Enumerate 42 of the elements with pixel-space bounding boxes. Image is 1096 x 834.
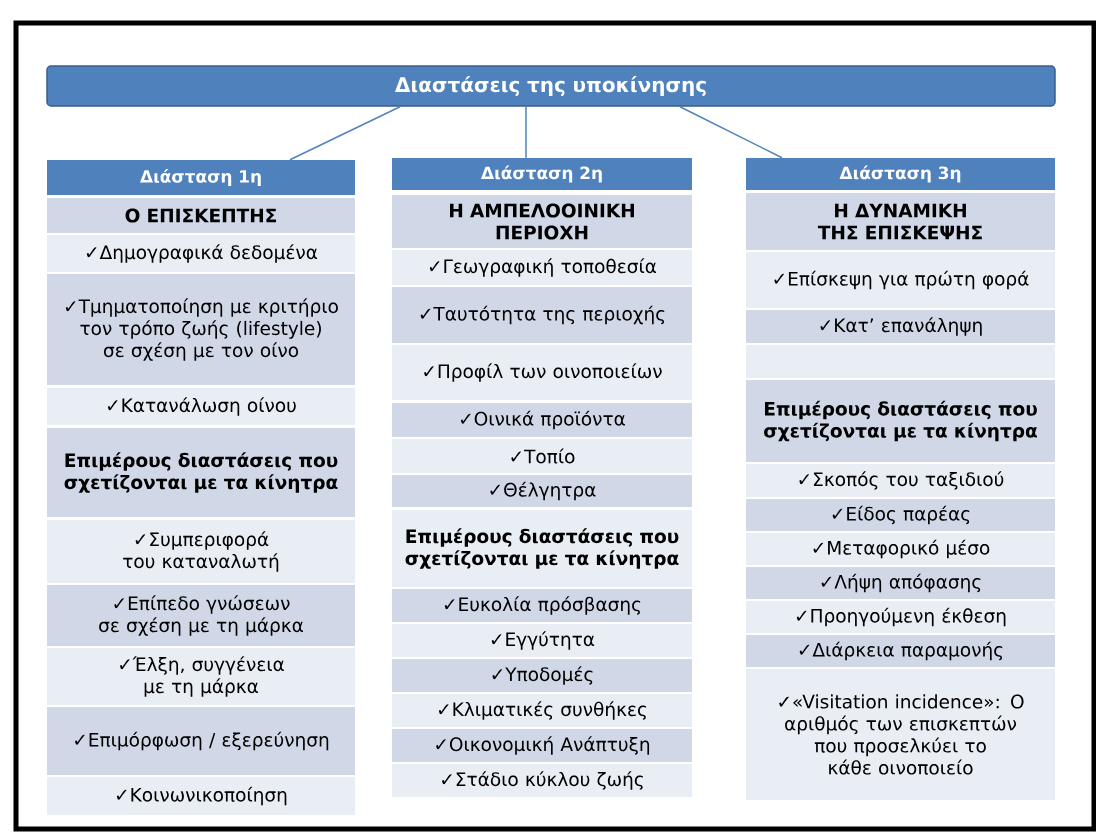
- table-cell: ✓Λήψη απόφασης: [746, 567, 1055, 599]
- table-cell: ✓Συμπεριφορά του καταναλωτή: [47, 520, 355, 583]
- table-cell: ✓Οινικά προϊόντα: [392, 403, 692, 437]
- table-cell: ✓Εγγύτητα: [392, 624, 692, 657]
- table-cell: ✓Υποδομές: [392, 659, 692, 692]
- table-cell: ✓Προφίλ των οινοποιείων: [392, 345, 692, 400]
- connector-line: [289, 106, 401, 161]
- table-cell: ✓Τμηματοποίηση με κριτήριο τον τρόπο ζωής (lifestyle) σε σχέση με τον οίνο: [47, 274, 355, 385]
- column-header: Διάσταση 1η: [47, 160, 355, 195]
- connector-line: [679, 106, 783, 159]
- table-cell: ✓Επίσκεψη για πρώτη φορά: [746, 252, 1055, 308]
- table-cell: ✓Στάδιο κύκλου ζωής: [392, 764, 692, 797]
- table-cell: ✓Επιμόρφωση / εξερεύνηση: [47, 707, 355, 775]
- table-cell: ✓Οικονομική Ανάπτυξη: [392, 729, 692, 762]
- table-cell: ✓Δημογραφικά δεδομένα: [47, 235, 355, 272]
- table-cell: ✓Είδος παρέας: [746, 499, 1055, 531]
- section-heading-cell: Επιμέρους διαστάσεις που σχετίζονται με τα κίνητρα: [746, 380, 1055, 462]
- title-banner: Διαστάσεις της υποκίνησης: [46, 65, 1056, 107]
- connector-line: [525, 106, 527, 159]
- table-cell: ✓Μεταφορικό μέσο: [746, 533, 1055, 565]
- table-cell: ✓Κλιματικές συνθήκες: [392, 694, 692, 727]
- section-heading-cell: Ο ΕΠΙΣΚΕΠΤΗΣ: [47, 198, 355, 233]
- section-heading-cell: Η ΔΥΝΑΜΙΚΗ ΤΗΣ ΕΠΙΣΚΕΨΗΣ: [746, 193, 1055, 250]
- table-cell: ✓«Visitation incidence»: Ο αριθμός των επισκεπτών που προσελκύει το κάθε οινοποιείο: [746, 669, 1055, 800]
- section-heading-cell: Επιμέρους διαστάσεις που σχετίζονται με τα κίνητρα: [47, 428, 355, 517]
- table-cell: ✓Επίπεδο γνώσεων σε σχέση με τη μάρκα: [47, 585, 355, 646]
- table-cell: ✓Κατανάλωση οίνου: [47, 388, 355, 425]
- table-cell: ✓Ταυτότητα της περιοχής: [392, 287, 692, 343]
- section-heading-cell: Επιμέρους διαστάσεις που σχετίζονται με τα κίνητρα: [392, 510, 692, 587]
- column-header: Διάσταση 2η: [392, 158, 692, 190]
- table-cell: ✓Προηγούμενη έκθεση: [746, 601, 1055, 633]
- table-cell: ✓Γεωγραφική τοποθεσία: [392, 250, 692, 285]
- table-cell: ✓Κοινωνικοποίηση: [47, 777, 355, 815]
- table-cell: ✓Θέλγητρα: [392, 475, 692, 507]
- table-cell: ✓Έλξη, συγγένεια με τη μάρκα: [47, 648, 355, 705]
- table-cell: ✓Ευκολία πρόσβασης: [392, 589, 692, 622]
- table-cell: ✓Διάρκεια παραμονής: [746, 635, 1055, 667]
- column-header: Διάσταση 3η: [746, 158, 1055, 190]
- table-cell: ✓Σκοπός του ταξιδιού: [746, 464, 1055, 497]
- table-cell: ✓Τοπίο: [392, 439, 692, 473]
- section-heading-cell: Η ΑΜΠΕΛΟΟΙΝΙΚΗ ΠΕΡΙΟΧΗ: [392, 195, 692, 248]
- table-cell: ✓Κατ’ επανάληψη: [746, 310, 1055, 343]
